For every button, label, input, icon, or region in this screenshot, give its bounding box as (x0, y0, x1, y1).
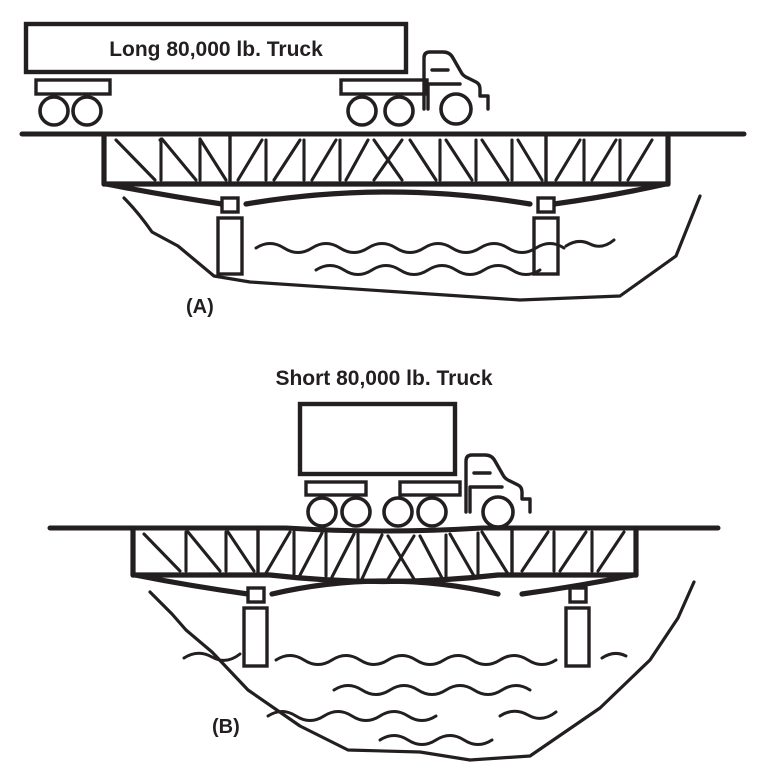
panel-a-pier-left-cap (220, 196, 240, 214)
panel-a-web-right (554, 138, 654, 182)
panel-a-wheel-rear-2 (71, 95, 103, 127)
panel-b-arch-left (132, 572, 251, 597)
panel-b-pier-left (242, 586, 269, 668)
panel-b-wave-2 (274, 654, 558, 666)
panel-b-pier-right (564, 586, 591, 668)
panel-a-truss (101, 131, 671, 187)
panel-b-x-brace-b (386, 534, 416, 581)
panel-b-cab-outline (464, 453, 532, 514)
panel-b-wave-1 (182, 651, 242, 662)
panel-b-arch-center (269, 578, 501, 597)
panel-a-pier-left-shaft (216, 216, 244, 276)
panel-a-web-left (114, 137, 228, 182)
panel-b-cab-window-frame (468, 485, 504, 514)
panel-b-web-main (264, 530, 510, 581)
panel-b-pier-left-shaft (242, 606, 269, 668)
panel-a-arch-center (243, 189, 533, 207)
panel-a-x-brace-b (372, 138, 404, 182)
panel-a-label: (A) (186, 296, 214, 318)
panel-a-pier-right-cap (536, 196, 556, 214)
panel-b-roadway-deck (47, 525, 721, 534)
panel-b-rear-bogie-plate (304, 480, 368, 497)
panel-b-arches (132, 572, 637, 597)
panel-a-trailer-box (23, 21, 409, 75)
panel-b-wave-7 (600, 651, 628, 660)
panel-a-cab-window-frame (426, 82, 462, 111)
panel-a-wheel-rear-1 (38, 95, 70, 127)
panel-a-wave-2 (314, 264, 542, 276)
panel-a-web-main (236, 138, 544, 182)
panel-b-pier-right-cap (568, 586, 588, 604)
panel-a-wave-3 (564, 238, 616, 248)
panel-a-front-bogie-plate (339, 78, 429, 96)
panel-b-pier-right-shaft (564, 606, 591, 668)
panel-b-wheel-drive-2 (416, 496, 448, 528)
panel-b-front-bogie-plate (398, 480, 462, 497)
panel-b-water (182, 651, 628, 746)
panel-b-wheel-drive-1 (382, 496, 414, 528)
panel-a-pier-right (532, 196, 560, 276)
panel-b-wheel-rear-1 (306, 496, 338, 528)
panel-a-wheel-drive-1 (346, 95, 378, 127)
panel-a-pier-left (216, 196, 244, 276)
panel-b-valley-profile (148, 580, 696, 762)
panel-a-valley-profile (122, 194, 702, 302)
panel-a-wheel-drive-2 (383, 95, 415, 127)
panel-a-wave-1 (254, 242, 566, 254)
panel-b-wave-5 (498, 709, 558, 720)
panel-b-wheel-rear-2 (340, 496, 372, 528)
panel-b-wave-6 (378, 734, 494, 746)
panel-a: Long 80,000 lb. Truck (19, 21, 747, 318)
panel-b-truck-caption: Short 80,000 lb. Truck (275, 367, 492, 390)
panel-b-truss (130, 525, 639, 585)
panel-a-truck: Long 80,000 lb. Truck (23, 21, 490, 127)
panel-b-arch-right (519, 572, 637, 597)
panel-b-web-right (520, 530, 626, 573)
panel-b-truck (297, 401, 532, 529)
panel-b-wave-3 (332, 684, 532, 696)
panel-a-truck-caption: Long 80,000 lb. Truck (109, 38, 323, 61)
panel-b-wave-4 (266, 710, 438, 722)
panel-b-wheel-cab (481, 495, 515, 529)
panel-b-web-left (142, 530, 256, 573)
panel-b-label: (B) (212, 716, 240, 738)
panel-a-rear-bogie-plate (34, 78, 112, 96)
panel-a-arches (103, 181, 669, 207)
panel-a-wheel-cab (439, 92, 473, 126)
panel-a-arch-right (551, 181, 669, 207)
panel-a-arch-left (103, 181, 225, 207)
panel-a-cab-outline (422, 50, 490, 111)
panel-a-water (254, 238, 616, 276)
panel-b-pier-left-cap (246, 586, 266, 604)
panel-b: Short 80,000 lb. Truck (47, 367, 721, 762)
panel-b-trailer-box (297, 401, 458, 477)
